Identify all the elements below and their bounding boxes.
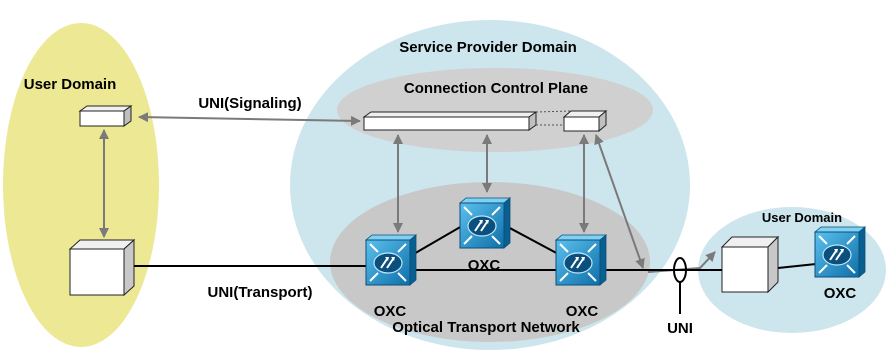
optical-transport-network-label: Optical Transport Network bbox=[392, 319, 580, 336]
oxc-left-label: OXC bbox=[374, 303, 407, 320]
oxc-user-label: OXC bbox=[824, 285, 857, 302]
user-domain-left-label: User Domain bbox=[24, 76, 117, 93]
right-user-device bbox=[720, 235, 780, 294]
user-domain-right-label: User Domain bbox=[762, 210, 842, 225]
uni-transport-label: UNI(Transport) bbox=[208, 284, 313, 301]
control-plane-controller-bar bbox=[362, 111, 538, 131]
optical-transport-network-region bbox=[330, 182, 650, 342]
oxc-top-right-link bbox=[505, 225, 563, 257]
user-signaling-device bbox=[78, 105, 133, 127]
uni-label: UNI bbox=[667, 320, 693, 337]
control-plane-controller-small bbox=[562, 109, 608, 133]
oxc-right-label: OXC bbox=[566, 303, 599, 320]
oxc-top-label: OXC bbox=[468, 257, 501, 274]
connection-control-plane-label: Connection Control Plane bbox=[404, 80, 588, 97]
oxc-user-icon bbox=[814, 226, 866, 278]
oxc-left-top-link bbox=[411, 225, 463, 256]
oxc-left-icon bbox=[365, 234, 417, 286]
user-transport-device bbox=[68, 238, 136, 297]
oxc-right-icon bbox=[555, 234, 607, 286]
service-provider-domain-label: Service Provider Domain bbox=[399, 39, 577, 56]
uni-signaling-label: UNI(Signaling) bbox=[198, 95, 301, 112]
uni-signaling-arrow bbox=[138, 112, 361, 126]
oxc-top-icon bbox=[459, 197, 511, 249]
controller-dotted-link bbox=[535, 110, 572, 113]
control-to-uni-arrow bbox=[594, 134, 645, 269]
user-domain-left-region bbox=[3, 23, 159, 347]
right-user-to-oxc-link bbox=[777, 263, 817, 269]
